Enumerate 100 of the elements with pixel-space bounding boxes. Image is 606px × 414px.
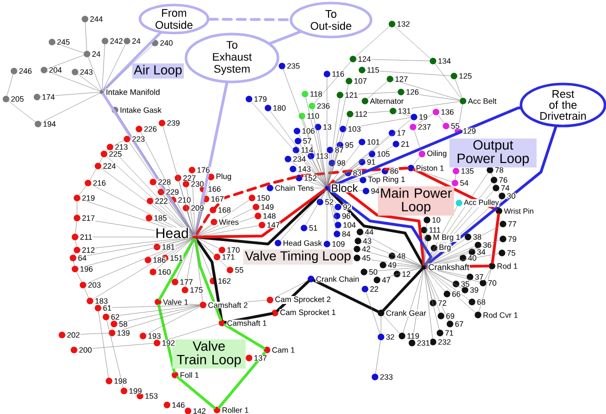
link-line	[396, 101, 460, 111]
link-line	[198, 225, 259, 237]
link-line	[499, 199, 502, 208]
link-line	[454, 79, 462, 98]
link-line	[366, 292, 380, 334]
loop-path	[424, 126, 558, 267]
link-line	[365, 70, 451, 76]
link-line	[329, 146, 394, 187]
link-line	[90, 168, 96, 180]
loop-path	[218, 351, 266, 409]
loop-path	[102, 92, 195, 236]
link-line	[251, 101, 326, 186]
link-line	[197, 238, 220, 249]
link-line	[65, 332, 109, 336]
link-line	[77, 343, 154, 350]
link-line	[328, 190, 336, 204]
link-line	[494, 183, 496, 185]
link-line	[140, 132, 194, 235]
link-line	[326, 190, 328, 241]
link-line	[280, 190, 326, 241]
link-line	[426, 240, 500, 266]
link-line	[88, 57, 102, 90]
link-line	[434, 64, 462, 98]
link-line	[196, 212, 212, 235]
link-line	[314, 61, 351, 104]
link-line	[98, 311, 109, 378]
loop-path	[102, 32, 162, 92]
link-line	[318, 130, 327, 186]
loop-path	[382, 268, 424, 312]
link-line	[424, 269, 449, 321]
link-line	[386, 264, 422, 268]
link-line	[174, 202, 194, 235]
link-line	[412, 270, 424, 340]
link-line	[196, 239, 212, 278]
link-line	[40, 92, 100, 97]
link-line	[438, 114, 444, 124]
link-line	[326, 77, 328, 186]
link-line	[360, 258, 422, 267]
link-line	[102, 44, 126, 90]
link-line	[375, 340, 381, 374]
link-line	[186, 187, 195, 234]
loop-path	[194, 82, 228, 236]
link-line	[328, 190, 336, 213]
link-line	[8, 100, 36, 122]
link-line	[380, 268, 422, 280]
link-line	[424, 241, 428, 264]
link-line	[160, 238, 192, 246]
link-line	[168, 238, 193, 256]
link-line	[92, 238, 193, 300]
link-line	[355, 26, 390, 57]
link-line	[328, 190, 338, 222]
link-line	[146, 306, 200, 335]
link-line	[117, 306, 200, 324]
link-line	[302, 119, 326, 186]
link-line	[424, 269, 440, 313]
link-line	[327, 153, 330, 186]
link-line	[185, 240, 195, 287]
link-line	[360, 250, 422, 266]
link-line	[195, 192, 203, 234]
link-line	[396, 112, 411, 116]
link-line	[76, 201, 78, 215]
link-line	[484, 268, 491, 280]
link-line	[424, 270, 440, 330]
link-line	[192, 173, 196, 234]
link-line	[47, 55, 84, 69]
link-line	[367, 81, 388, 99]
link-line	[424, 223, 427, 264]
link-line	[328, 135, 390, 186]
node-label: Crankshaft	[428, 263, 470, 270]
link-line	[115, 306, 200, 332]
link-line	[362, 233, 422, 266]
link-line	[99, 156, 103, 164]
loop-path	[328, 106, 522, 188]
link-line	[152, 202, 194, 236]
link-line	[104, 45, 153, 91]
link-line	[156, 238, 194, 270]
link-line	[178, 181, 194, 234]
ellipse-node: From Outside	[138, 4, 210, 34]
link-line	[404, 92, 460, 101]
link-line	[328, 119, 412, 187]
link-line	[424, 270, 433, 339]
link-line	[400, 267, 422, 274]
link-line	[75, 240, 77, 247]
loop-label: Output Power Loop	[449, 138, 537, 168]
ellipse-node: To Exhaust System	[184, 32, 280, 84]
link-line	[195, 240, 203, 302]
link-line	[361, 242, 422, 266]
link-line	[197, 224, 212, 236]
link-line	[283, 69, 326, 186]
link-line	[306, 190, 326, 226]
link-line	[186, 211, 194, 235]
link-line	[426, 225, 500, 266]
link-line	[321, 190, 326, 200]
link-line	[302, 178, 325, 188]
link-line	[6, 74, 14, 96]
node-label: Intake Manifold	[105, 88, 160, 96]
link-line	[84, 288, 89, 298]
loop-label: Air Loop	[132, 63, 184, 79]
ellipse-node: To Out-side	[290, 2, 372, 38]
loop-path	[195, 166, 409, 236]
